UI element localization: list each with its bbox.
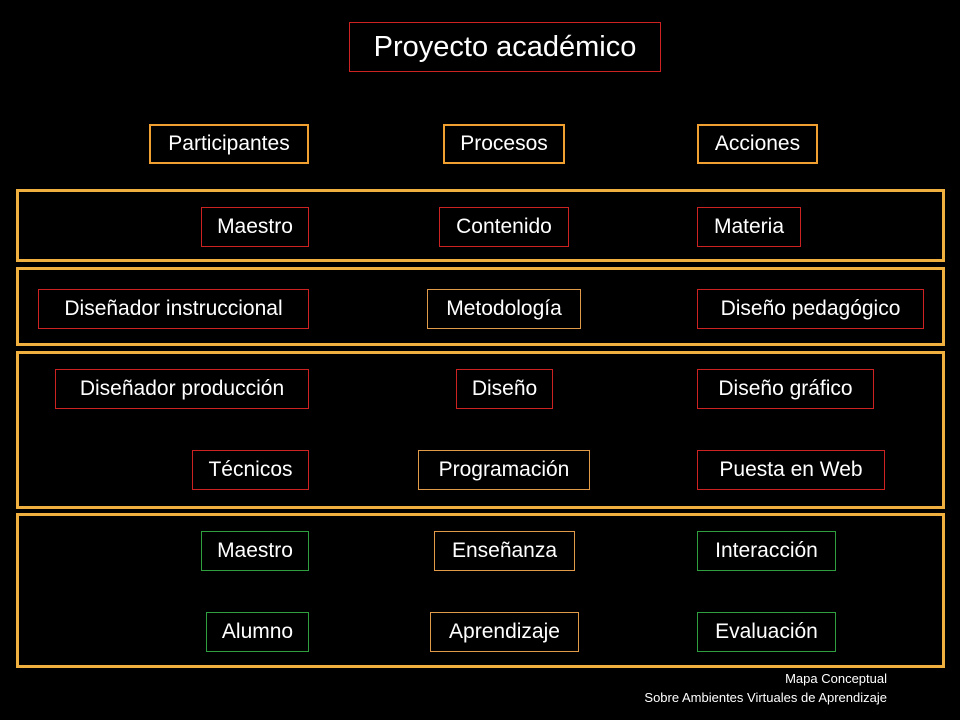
participante-disenador-instruccional: Diseñador instruccional <box>38 289 309 329</box>
proceso-aprendizaje: Aprendizaje <box>430 612 579 652</box>
participante-tecnicos: Técnicos <box>192 450 309 490</box>
proceso-ensenanza: Enseñanza <box>434 531 575 571</box>
group-band-produccion <box>16 351 945 509</box>
accion-evaluacion: Evaluación <box>697 612 836 652</box>
group-band-ensenanza <box>16 513 945 668</box>
diagram-title: Proyecto académico <box>349 22 661 72</box>
footer-line-2: Sobre Ambientes Virtuales de Aprendizaje <box>644 690 887 705</box>
accion-puesta-en-web: Puesta en Web <box>697 450 885 490</box>
participante-disenador-produccion: Diseñador producción <box>55 369 309 409</box>
accion-interaccion: Interacción <box>697 531 836 571</box>
accion-diseno-pedagogico: Diseño pedagógico <box>697 289 924 329</box>
participante-maestro-ensenanza: Maestro <box>201 531 309 571</box>
group-band-metodologia <box>16 267 945 346</box>
header-participantes: Participantes <box>149 124 309 164</box>
proceso-contenido: Contenido <box>439 207 569 247</box>
header-acciones: Acciones <box>697 124 818 164</box>
footer-line-1: Mapa Conceptual <box>785 671 887 686</box>
proceso-programacion: Programación <box>418 450 590 490</box>
proceso-metodologia: Metodología <box>427 289 581 329</box>
proceso-diseno: Diseño <box>456 369 553 409</box>
footer-caption: Mapa Conceptual Sobre Ambientes Virtuale… <box>644 671 887 706</box>
participante-maestro-contenido: Maestro <box>201 207 309 247</box>
participante-alumno: Alumno <box>206 612 309 652</box>
group-band-contenido <box>16 189 945 262</box>
accion-materia: Materia <box>697 207 801 247</box>
header-procesos: Procesos <box>443 124 565 164</box>
accion-diseno-grafico: Diseño gráfico <box>697 369 874 409</box>
